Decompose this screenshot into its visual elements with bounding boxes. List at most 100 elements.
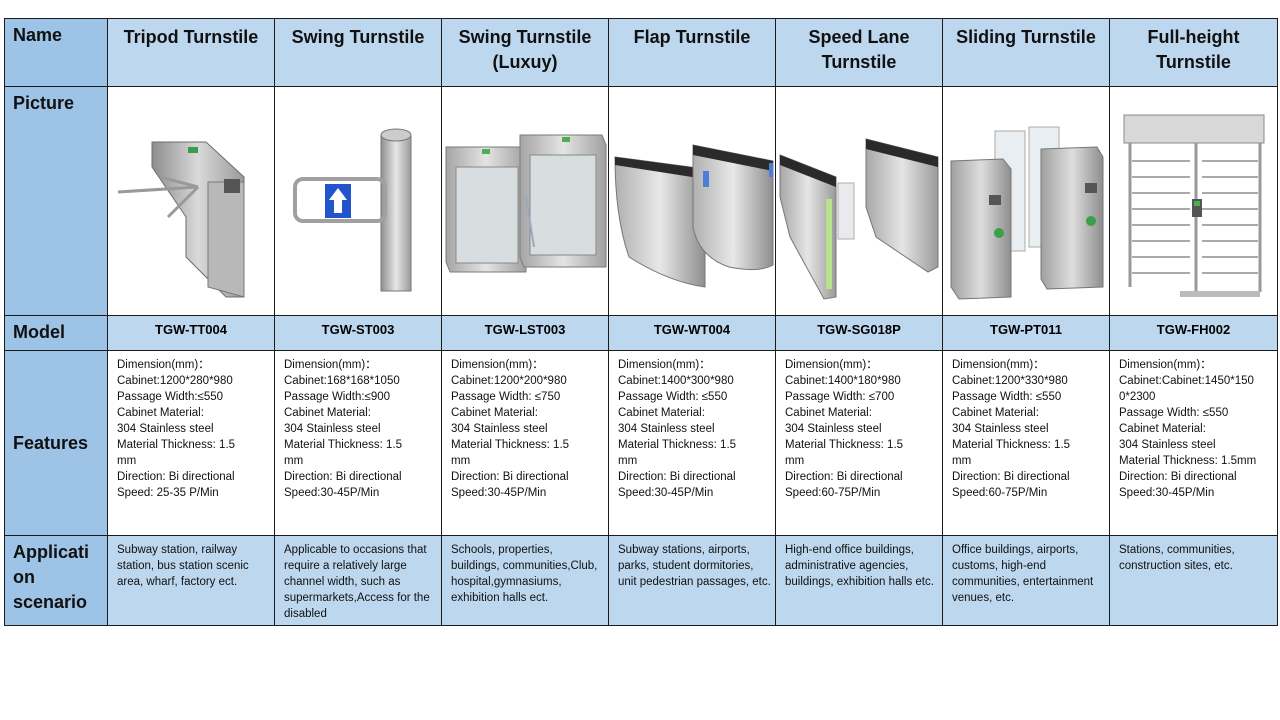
feature-line: Direction: Bi directional bbox=[117, 471, 235, 483]
feature-line: Cabinet Material: bbox=[952, 407, 1039, 419]
feature-line: Passage Width:≤900 bbox=[284, 391, 391, 403]
feature-line: Dimension(mm)： bbox=[952, 359, 1045, 371]
feature-line: Passage Width:≤550 bbox=[117, 391, 224, 403]
speed-lane-turnstile-icon bbox=[779, 138, 939, 300]
application-cell: High-end office buildings, administrativ… bbox=[775, 535, 943, 626]
model-number: TGW-WT004 bbox=[608, 315, 776, 351]
feature-line: Dimension(mm)： bbox=[785, 359, 878, 371]
application-cell: Subway stations, airports, parks, studen… bbox=[608, 535, 776, 626]
model-row: Model TGW-TT004 TGW-ST003 TGW-LST003 TGW… bbox=[4, 315, 1278, 351]
model-number: TGW-TT004 bbox=[107, 315, 275, 351]
feature-line: Material Thickness: 1.5 bbox=[785, 439, 904, 451]
feature-line: 304 Stainless steel bbox=[952, 423, 1049, 435]
product-name: Tripod Turnstile bbox=[107, 18, 275, 87]
feature-line: Speed:30-45P/Min bbox=[451, 487, 547, 499]
feature-line: Direction: Bi directional bbox=[451, 471, 569, 483]
feature-line: Direction: Bi directional bbox=[618, 471, 736, 483]
feature-line: Passage Width: ≤750 bbox=[451, 391, 561, 403]
feature-line: Cabinet:1400*300*980 bbox=[618, 375, 734, 387]
name-row-label: Name bbox=[4, 18, 108, 87]
feature-line: Cabinet:1200*280*980 bbox=[117, 375, 233, 387]
feature-line: Direction: Bi directional bbox=[952, 471, 1070, 483]
feature-line: Passage Width: ≤550 bbox=[1119, 407, 1229, 419]
feature-line: mm bbox=[618, 455, 638, 467]
model-row-label: Model bbox=[4, 315, 108, 351]
sliding-turnstile-picture bbox=[942, 86, 1110, 316]
feature-line: Dimension(mm)： bbox=[451, 359, 544, 371]
product-name: Flap Turnstile bbox=[608, 18, 776, 87]
application-cell: Office buildings, airports, customs, hig… bbox=[942, 535, 1110, 626]
turnstile-comparison-table: Name Tripod Turnstile Swing Turnstile Sw… bbox=[4, 18, 1278, 626]
sliding-turnstile-icon bbox=[950, 126, 1104, 300]
feature-line: mm bbox=[117, 455, 137, 467]
application-cell: Stations, communities, construction site… bbox=[1109, 535, 1278, 626]
product-name: Speed Lane Turnstile bbox=[775, 18, 943, 87]
feature-line: Direction: Bi directional bbox=[1119, 471, 1237, 483]
tripod-turnstile-icon bbox=[117, 141, 245, 298]
feature-line: mm bbox=[284, 455, 304, 467]
application-cell: Subway station, railway station, bus sta… bbox=[107, 535, 275, 626]
feature-line: Cabinet:1400*180*980 bbox=[785, 375, 901, 387]
feature-line: 304 Stainless steel bbox=[284, 423, 381, 435]
product-name: Swing Turnstile bbox=[274, 18, 442, 87]
full-height-turnstile-picture bbox=[1109, 86, 1278, 316]
feature-line: Direction: Bi directional bbox=[284, 471, 402, 483]
feature-line: 304 Stainless steel bbox=[451, 423, 548, 435]
picture-row-label: Picture bbox=[4, 86, 108, 316]
name-row: Name Tripod Turnstile Swing Turnstile Sw… bbox=[4, 18, 1278, 87]
feature-line: Cabinet:1200*200*980 bbox=[451, 375, 567, 387]
feature-line: mm bbox=[785, 455, 805, 467]
feature-line: Material Thickness: 1.5 bbox=[952, 439, 1071, 451]
speed-lane-turnstile-picture bbox=[775, 86, 943, 316]
feature-line: Cabinet:168*168*1050 bbox=[284, 375, 400, 387]
feature-line: Cabinet Material: bbox=[618, 407, 705, 419]
application-row: Applicati on scenario Subway station, ra… bbox=[4, 535, 1278, 626]
feature-line: Speed:30-45P/Min bbox=[618, 487, 714, 499]
model-number: TGW-PT011 bbox=[942, 315, 1110, 351]
application-cell: Applicable to occasions that require a r… bbox=[274, 535, 442, 626]
feature-line: Material Thickness: 1.5 bbox=[618, 439, 737, 451]
feature-line: Speed:30-45P/Min bbox=[284, 487, 380, 499]
product-name: Swing Turnstile (Luxuy) bbox=[441, 18, 609, 87]
feature-line: Cabinet Material: bbox=[1119, 423, 1206, 435]
feature-line: Material Thickness: 1.5 bbox=[451, 439, 570, 451]
full-height-turnstile-icon bbox=[1123, 114, 1265, 297]
feature-line: mm bbox=[451, 455, 471, 467]
swing-turnstile-icon bbox=[293, 128, 412, 292]
feature-line: Passage Width: ≤550 bbox=[952, 391, 1062, 403]
feature-line: 0*2300 bbox=[1119, 391, 1156, 403]
features-cell: Dimension(mm)： Cabinet:Cabinet:1450*150 0*… bbox=[1109, 350, 1278, 536]
feature-line: Cabinet Material: bbox=[284, 407, 371, 419]
feature-line: Dimension(mm)： bbox=[1119, 359, 1212, 371]
feature-line: 304 Stainless steel bbox=[1119, 439, 1216, 451]
feature-line: Cabinet Material: bbox=[785, 407, 872, 419]
feature-line: 304 Stainless steel bbox=[117, 423, 214, 435]
application-row-label: Applicati on scenario bbox=[4, 535, 108, 626]
feature-line: Speed:30-45P/Min bbox=[1119, 487, 1215, 499]
feature-line: Cabinet Material: bbox=[117, 407, 204, 419]
swing-turnstile-picture bbox=[274, 86, 442, 316]
feature-line: Direction: Bi directional bbox=[785, 471, 903, 483]
feature-line: Material Thickness: 1.5 bbox=[117, 439, 236, 451]
feature-line: Cabinet:Cabinet:1450*150 bbox=[1119, 375, 1254, 387]
feature-line: Passage Width: ≤700 bbox=[785, 391, 895, 403]
feature-line: Cabinet Material: bbox=[451, 407, 538, 419]
feature-line: Material Thickness: 1.5 bbox=[284, 439, 403, 451]
tripod-turnstile-picture bbox=[107, 86, 275, 316]
features-row: Features Dimension(mm)：Cabinet:1200*280*… bbox=[4, 350, 1278, 536]
luxury-swing-turnstile-picture bbox=[441, 86, 609, 316]
feature-line: 304 Stainless steel bbox=[618, 423, 715, 435]
model-number: TGW-SG018P bbox=[775, 315, 943, 351]
model-number: TGW-FH002 bbox=[1109, 315, 1278, 351]
feature-line: Dimension(mm)： bbox=[284, 359, 377, 371]
product-name: Sliding Turnstile bbox=[942, 18, 1110, 87]
feature-line: Material Thickness: 1.5mm bbox=[1119, 455, 1257, 467]
luxury-swing-turnstile-icon bbox=[445, 134, 607, 273]
feature-line: Cabinet:1200*330*980 bbox=[952, 375, 1068, 387]
